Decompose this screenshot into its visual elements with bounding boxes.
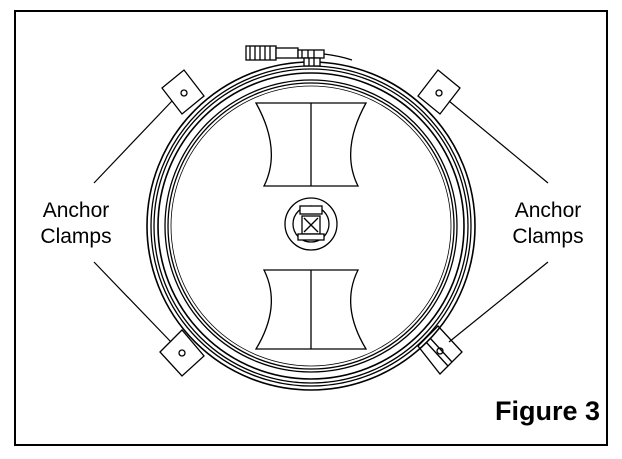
- lower-cutout: [254, 269, 368, 350]
- label-right-line2: Clamps: [512, 225, 584, 248]
- clamp-bolt-assembly: [245, 45, 353, 67]
- upper-cutout: [254, 102, 368, 187]
- label-left-line2: Clamps: [40, 225, 112, 248]
- anchor-clamp-top-right: [417, 69, 461, 115]
- anchor-clamp-bottom-right: [417, 325, 463, 375]
- label-right-line1: Anchor: [514, 199, 582, 222]
- figure-title: Figure 3: [494, 396, 600, 426]
- leader-lines: [93, 100, 549, 343]
- center-hub: [284, 197, 338, 251]
- figure-frame: [14, 10, 608, 446]
- anchor-clamps-label-left: Anchor Clamps: [28, 198, 124, 250]
- anchor-clamp-top-left: [161, 69, 205, 115]
- label-left-line1: Anchor: [42, 199, 110, 222]
- anchor-clamps-label-right: Anchor Clamps: [500, 198, 596, 250]
